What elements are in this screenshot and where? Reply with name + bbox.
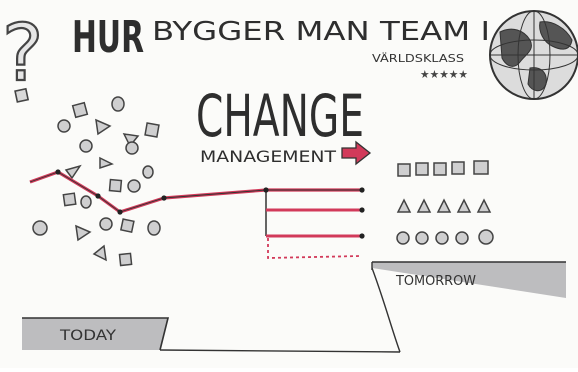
globe-icon (489, 10, 578, 100)
change-path (29, 169, 365, 259)
label-tomorrow: TOMORROW (395, 274, 476, 289)
question-dot (14, 87, 30, 103)
ordered-squares (397, 160, 489, 177)
scattered-shapes (32, 96, 161, 267)
ordered-triangles (396, 198, 492, 213)
rating-stars: ★★★★★ (420, 68, 468, 81)
arrow-right-icon (341, 140, 372, 166)
ordered-circles (396, 229, 494, 245)
ramp-line (371, 267, 401, 353)
title-subtitle: VÄRLDSKLASS (372, 52, 464, 65)
today-platform (22, 318, 168, 350)
title-hur: HUR (72, 12, 144, 63)
title-main: BYGGER MAN TEAM I (152, 17, 490, 47)
heading-management: MANAGEMENT (200, 147, 336, 166)
heading-change: CHANGE (196, 82, 364, 150)
question-mark: ? (2, 9, 43, 99)
label-today: TODAY (59, 328, 117, 344)
tomorrow-platform (372, 262, 566, 298)
baseline (159, 349, 401, 353)
